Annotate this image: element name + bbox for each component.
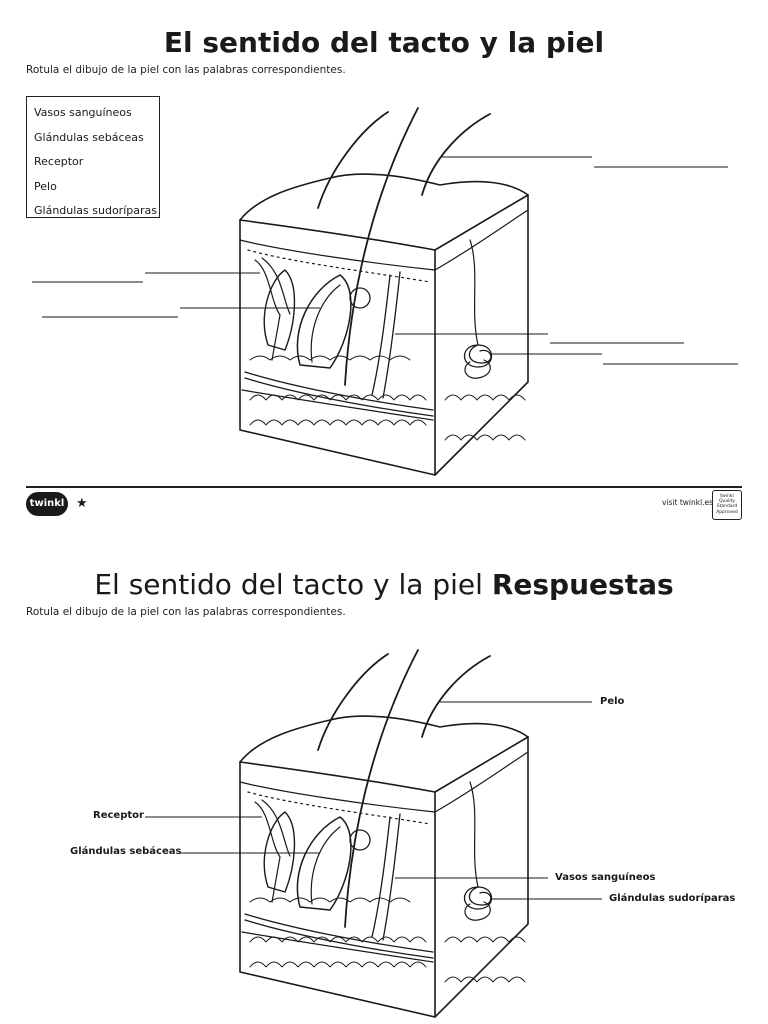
quality-badge: twinkl Quality Standard Approved <box>712 490 742 520</box>
answers-title-bold: Respuestas <box>491 568 674 601</box>
skin-diagram <box>0 100 768 480</box>
page-title: El sentido del tacto y la piel <box>163 26 605 59</box>
skin-cube <box>240 108 528 475</box>
badge-line: twinkl <box>720 494 734 499</box>
word-bank-item: Glándulas sebáceas <box>34 130 144 144</box>
answer-label-vasos: Vasos sanguíneos <box>555 872 656 883</box>
skin-cube <box>240 650 528 1017</box>
word-bank: Vasos sanguíneos Glándulas sebáceas Rece… <box>26 96 160 218</box>
label-lines <box>32 157 738 364</box>
word-bank-item: Vasos sanguíneos <box>34 106 132 119</box>
word-bank-item: Glándulas sudoríparas <box>34 204 157 217</box>
twinkl-logo: twinkl <box>26 492 68 516</box>
instruction-text: Rotula el dibujo de la piel con las pala… <box>26 64 346 76</box>
answer-label-sebaceas: Glándulas sebáceas <box>70 846 182 857</box>
answers-title-regular: El sentido del tacto y la piel <box>94 568 483 601</box>
answer-label-pelo: Pelo <box>600 696 625 707</box>
answers-title: El sentido del tacto y la piel Respuesta… <box>0 568 768 601</box>
answer-label-sudoriparas: Glándulas sudoríparas <box>609 893 736 904</box>
badge-line: Quality Standard <box>716 499 738 510</box>
footer-divider <box>26 486 742 488</box>
star-icon: ★ <box>76 496 88 511</box>
word-bank-item: Pelo <box>34 179 57 193</box>
answer-lines <box>145 702 602 899</box>
answer-label-receptor: Receptor <box>93 810 144 821</box>
word-bank-item: Receptor <box>34 155 84 168</box>
skin-diagram-answers <box>0 642 768 1022</box>
badge-line: Approved <box>716 509 738 515</box>
instruction-text: Rotula el dibujo de la piel con las pala… <box>26 606 346 618</box>
visit-link[interactable]: visit twinkl.es <box>662 498 714 507</box>
